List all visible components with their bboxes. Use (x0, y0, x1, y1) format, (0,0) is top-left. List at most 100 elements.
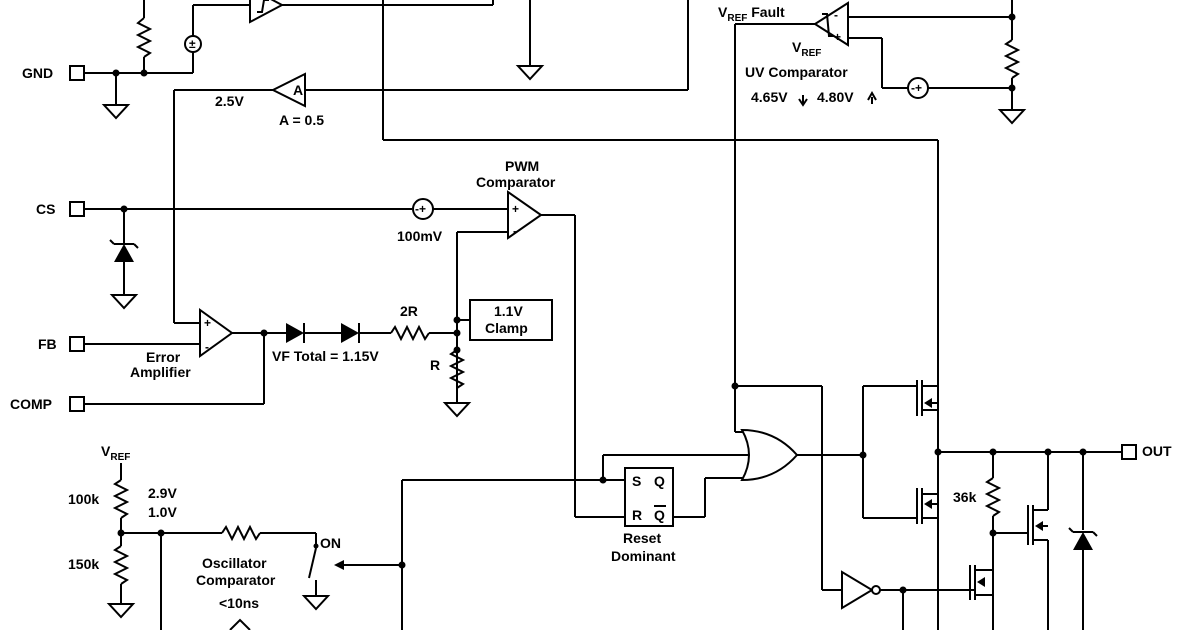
hysteresis-symbol (822, 13, 834, 37)
cs-pin-label: CS (36, 201, 55, 217)
zener-bar (109, 239, 139, 249)
zener-bar (1068, 527, 1098, 537)
ground-symbol (101, 104, 131, 120)
ref-2v5-label: 2.5V (215, 93, 244, 109)
latch-qbar: Q (654, 507, 665, 523)
oscillator-section: VREF 100k 2.9V 1.0V ON Oscillator Compar… (68, 443, 625, 630)
ground-symbol (442, 402, 472, 418)
sr-latch: S Q R Q Reset Dominant (599, 454, 750, 564)
source-sign: -+ (911, 81, 922, 95)
inverter-bubble (871, 585, 881, 595)
minus-sign: - (205, 340, 209, 354)
plus-sign: + (204, 316, 211, 330)
uv-section: VREF Fault - + -+ VREF UV Comparator 4.6… (718, 0, 1027, 386)
res-150k-label: 150k (68, 556, 99, 572)
error-amp-label-1: Error (146, 349, 181, 365)
offset-label: 100mV (397, 228, 443, 244)
error-amplifier (199, 308, 234, 358)
res-36k-label: 36k (953, 489, 977, 505)
osc-label-1: Oscillator (202, 555, 267, 571)
out-pin (1121, 444, 1137, 460)
resistor-36k (984, 477, 1002, 517)
resistor-2r (390, 324, 430, 342)
osc-2v9-label: 2.9V (148, 485, 177, 501)
mosfet-arrow (924, 499, 932, 509)
resistor-150k (112, 545, 130, 585)
mosfet-arrow (1035, 521, 1043, 531)
gain-symbol: A (293, 82, 303, 98)
gnd-section: GND ± (22, 0, 545, 120)
top-comparator (249, 0, 285, 24)
cs-section: CS -+ 100mV + - PWM Comparator (36, 158, 625, 518)
vf-total-label: VF Total = 1.15V (272, 348, 379, 364)
fb-pin (69, 336, 85, 352)
zener-diode (114, 244, 134, 262)
uv-threshold-high: 4.80V (817, 89, 854, 105)
switch-contact (313, 543, 319, 549)
osc-label-2: Comparator (196, 572, 276, 588)
junction (453, 329, 461, 337)
gain-label: A = 0.5 (279, 112, 324, 128)
vref-uv-label: VREF (792, 39, 821, 59)
resistor-osc (221, 524, 261, 542)
resistor-100k (112, 479, 130, 519)
error-amp-label-2: Amplifier (130, 364, 191, 380)
clamp-label-1: 1.1V (494, 303, 523, 319)
reference-section: A 2.5V A = 0.5 (173, 0, 689, 324)
ground-symbol (109, 294, 139, 310)
reset-label-1: Reset (623, 530, 661, 546)
arrow (334, 560, 344, 570)
res-100k-label: 100k (68, 491, 99, 507)
fb-pin-label: FB (38, 336, 57, 352)
minus-sign: - (513, 224, 517, 238)
latch-r: R (632, 507, 642, 523)
uv-threshold-low: 4.65V (751, 89, 788, 105)
resistor (1003, 39, 1021, 79)
minus-sign: - (834, 8, 838, 22)
output-stage: OUT 36k (731, 380, 1172, 630)
diode-1 (286, 323, 304, 343)
res-2r-label: 2R (400, 303, 418, 319)
ground-symbol (106, 603, 136, 619)
comp-pin-label: COMP (10, 396, 52, 412)
latch-q: Q (654, 473, 665, 489)
or-gate (734, 386, 863, 482)
hysteresis-symbol (257, 0, 269, 13)
reset-label-2: Dominant (611, 548, 676, 564)
switch-on-label: ON (320, 535, 341, 551)
plus-sign: + (834, 30, 841, 44)
source-sign: -+ (415, 202, 426, 216)
pwm-label-1: PWM (505, 158, 539, 174)
gnd-pin (69, 65, 85, 81)
fb-section: FB + - Error Amplifier 2R VF Total = 1.1… (38, 299, 553, 418)
junction (1008, 84, 1016, 92)
up-arrow (867, 90, 877, 104)
vref-fault-label: VREF Fault (718, 4, 785, 24)
clamp-box (469, 299, 553, 341)
source-sign: ± (189, 37, 196, 51)
comp-section: COMP (10, 333, 265, 412)
clamp-label-2: Clamp (485, 320, 528, 336)
zener-diode (1073, 532, 1093, 550)
latch-box (624, 467, 674, 527)
gnd-pin-label: GND (22, 65, 53, 81)
mosfet-arrow (924, 398, 932, 408)
uv-comparator-label: UV Comparator (745, 64, 848, 80)
down-arrow (798, 95, 808, 107)
osc-comparator-partial (229, 618, 251, 630)
res-r-label: R (430, 357, 440, 373)
gain-amplifier (270, 72, 306, 108)
resistor (135, 17, 153, 58)
ground-symbol (301, 595, 331, 611)
out-pin-label: OUT (1142, 443, 1172, 459)
resistor-r (448, 349, 466, 389)
ground-symbol (515, 65, 545, 81)
pwm-label-2: Comparator (476, 174, 556, 190)
switch-arm (308, 547, 317, 579)
cs-pin (69, 201, 85, 217)
osc-label-3: <10ns (219, 595, 259, 611)
plus-sign: + (512, 202, 519, 216)
pwm-comparator (507, 190, 543, 240)
